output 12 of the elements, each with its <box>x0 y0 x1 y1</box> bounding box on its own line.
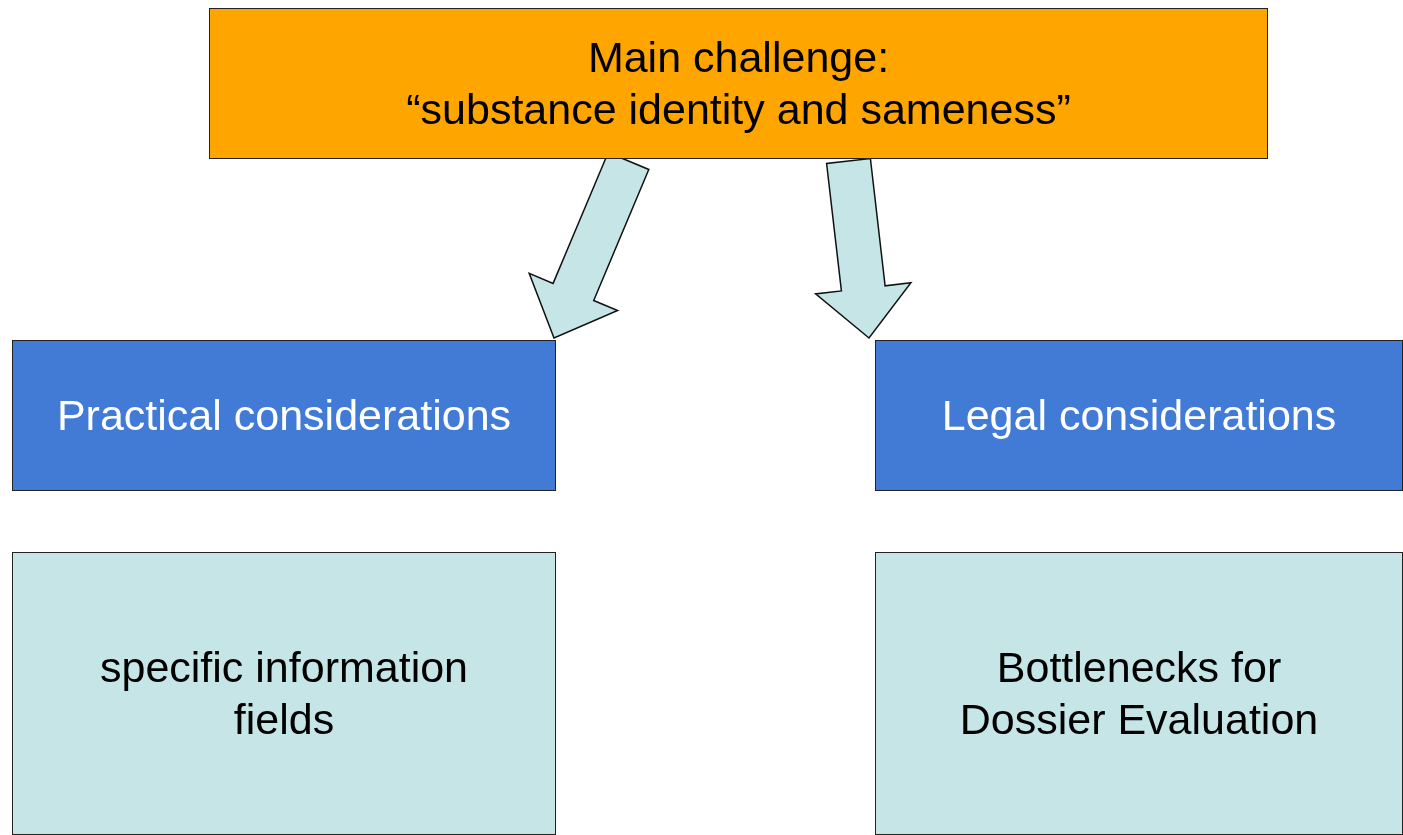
challenge-text: “substance identity and sameness” <box>406 83 1071 135</box>
topic-text: specific information fields <box>98 641 469 745</box>
category-box <box>12 340 556 491</box>
topic-text: Bottlenecks for Dossier Evaluation <box>958 641 1320 745</box>
category-label: Practical considerations <box>56 389 512 441</box>
block-arrow <box>813 157 913 340</box>
challenge-box <box>209 8 1268 159</box>
topic-box <box>12 552 556 835</box>
category-box <box>875 340 1403 491</box>
topic-box <box>875 552 1403 835</box>
challenge-text: Main challenge: <box>587 31 890 83</box>
category-label: Legal considerations <box>941 389 1337 441</box>
